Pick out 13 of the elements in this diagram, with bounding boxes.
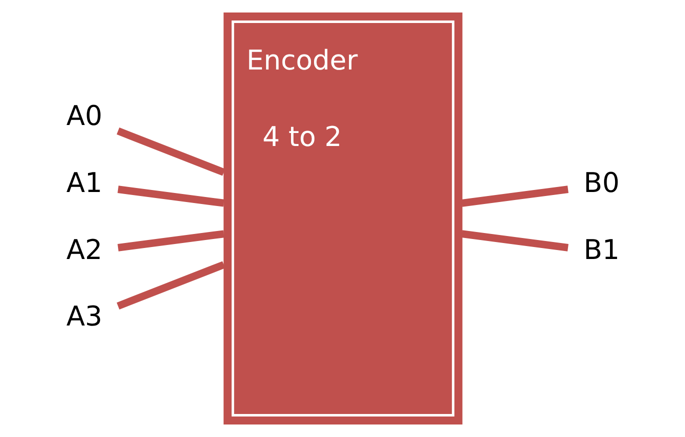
connector [460,230,568,252]
connector [117,230,224,252]
node-box: Encoder 4 to 2 [223,12,462,425]
connector [117,186,224,207]
node-text: B1 [583,234,620,266]
connector [460,186,568,207]
node-text: A0 [66,101,102,132]
node-text: B0 [583,168,620,200]
connector [116,261,225,310]
node-text: A2 [66,234,102,266]
connector [116,128,225,176]
node-text: A3 [66,302,102,333]
node-text: A1 [66,168,102,200]
